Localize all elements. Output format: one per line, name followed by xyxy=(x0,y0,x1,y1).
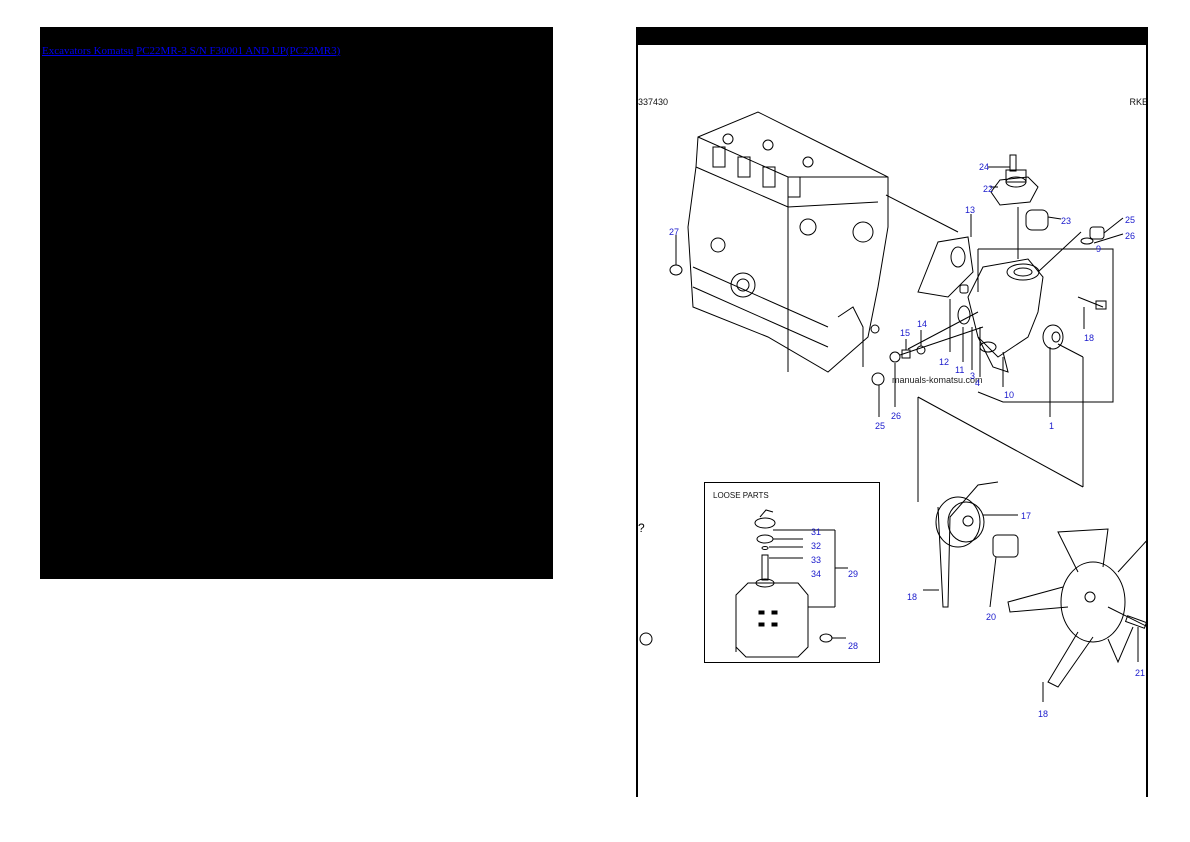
diagram-header-bar xyxy=(638,27,1146,45)
engine-block-drawing xyxy=(687,111,889,373)
loose-parts-box: LOOSE PARTS xyxy=(704,482,880,663)
part-callout-25: 25 xyxy=(875,421,886,431)
left-panel: Excavators Komatsu PC22MR-3 S/N F30001 A… xyxy=(40,27,553,579)
diagram-ref-code-right: RKE xyxy=(1129,97,1148,107)
part-callout-12: 12 xyxy=(939,357,950,367)
watermark-text: manuals-komatsu.com xyxy=(892,375,983,385)
part-callout-21: 21 xyxy=(1135,668,1146,678)
part-callout-33: 33 xyxy=(811,555,822,565)
part-callout-14: 14 xyxy=(917,319,928,329)
part-callout-15: 15 xyxy=(900,328,911,338)
part-callout-26: 26 xyxy=(1125,231,1136,241)
part-callout-13: 13 xyxy=(965,205,976,215)
part-callout-18: 18 xyxy=(1038,709,1049,719)
part-callout-26: 26 xyxy=(891,411,902,421)
part-callout-20: 20 xyxy=(986,612,997,622)
part-callout-3: 3 xyxy=(970,371,976,381)
part-callout-10: 10 xyxy=(1004,390,1015,400)
part-callout-17: 17 xyxy=(1021,511,1032,521)
part-callout-25: 25 xyxy=(1125,215,1136,225)
part-callout-29: 29 xyxy=(848,569,859,579)
part-callout-22: 22 xyxy=(983,184,994,194)
part-callout-18: 18 xyxy=(1084,333,1095,343)
part-callout-27: 27 xyxy=(669,227,680,237)
part-callout-1: 1 xyxy=(1049,421,1055,431)
part-callout-18: 18 xyxy=(907,592,918,602)
loose-parts-drawing xyxy=(735,509,848,658)
part-callout-11: 11 xyxy=(955,365,965,375)
parts-diagram-panel: 337430 RKE xyxy=(636,27,1148,797)
breadcrumb-link-excavators[interactable]: Excavators Komatsu xyxy=(42,45,134,57)
svg-text:?: ? xyxy=(638,521,645,535)
fan-drawing xyxy=(1007,528,1146,688)
loose-parts-title: LOOSE PARTS xyxy=(713,491,769,500)
part-callout-4: 4 xyxy=(975,378,981,388)
part-callout-28: 28 xyxy=(848,641,859,651)
water-pump-drawing xyxy=(967,258,1107,373)
part-callout-23: 23 xyxy=(1061,216,1072,226)
diagram-ref-code: 337430 xyxy=(638,97,669,107)
part-callout-24: 24 xyxy=(979,162,990,172)
part-callout-34: 34 xyxy=(811,569,822,579)
exploded-parts-drawing: ? xyxy=(638,111,1146,702)
part-callout-32: 32 xyxy=(811,541,822,551)
part-callout-9: 9 xyxy=(1096,244,1102,254)
part-callout-31: 31 xyxy=(811,527,822,537)
breadcrumb: Excavators Komatsu PC22MR-3 S/N F30001 A… xyxy=(42,45,340,57)
breadcrumb-link-model[interactable]: PC22MR-3 S/N F30001 AND UP(PC22MR3) xyxy=(136,45,341,57)
